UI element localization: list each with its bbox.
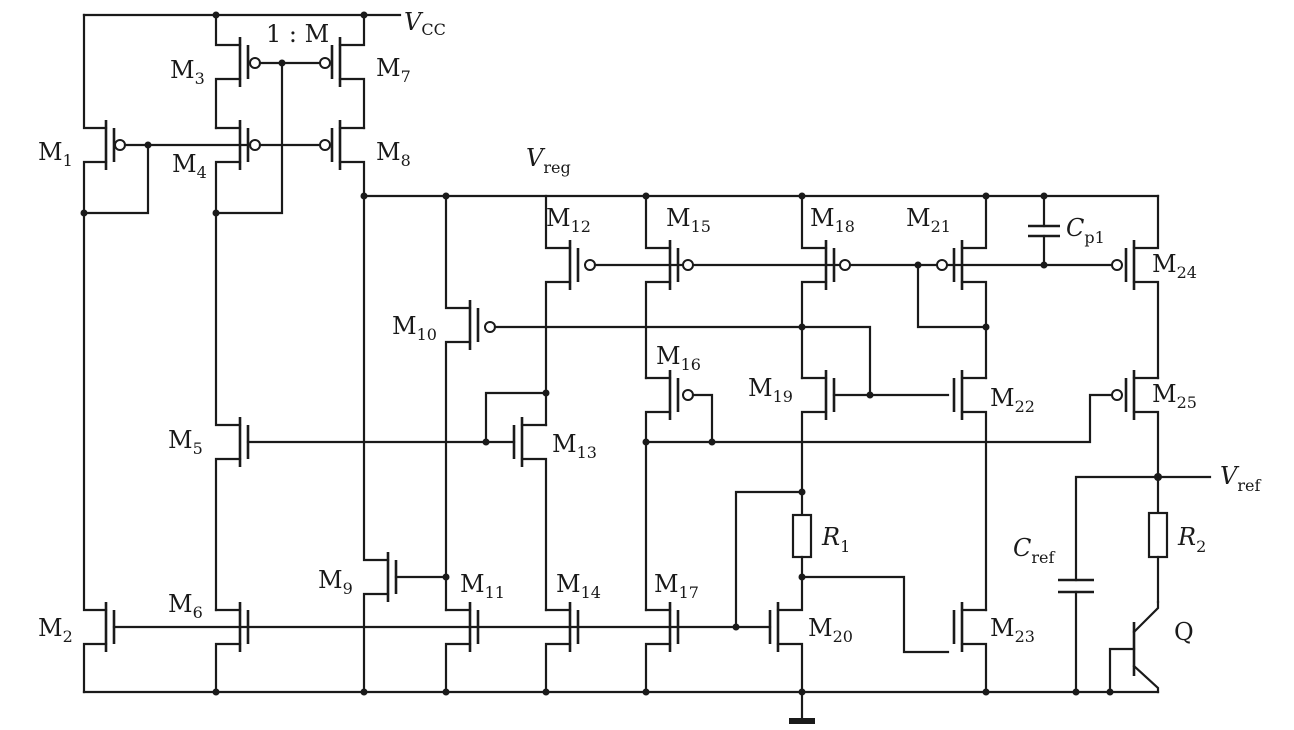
m14-label: M14 (556, 570, 601, 602)
m4-transistor (146, 61, 320, 215)
m13-label: M13 (552, 430, 597, 462)
cref-capacitor (1058, 578, 1094, 694)
m3-transistor (214, 13, 322, 130)
m8-label: M8 (376, 138, 411, 170)
vcc-label: VCC (404, 8, 446, 39)
m1-transistor (82, 13, 150, 215)
ratio-label: 1 : M (266, 20, 329, 48)
r2-label: R2 (1177, 523, 1206, 556)
m22-transistor (952, 370, 988, 612)
m6-label: M6 (168, 590, 203, 622)
m11-label: M11 (460, 570, 505, 602)
m19-transistor (800, 325, 950, 494)
m21-label: M21 (906, 204, 951, 236)
m2-transistor (82, 211, 740, 694)
m7-label: M7 (376, 54, 411, 86)
m9-label: M9 (318, 566, 353, 598)
m17-label: M17 (654, 570, 699, 602)
m25-transistor (1111, 370, 1160, 479)
cp1-label: Cp1 (1066, 214, 1105, 247)
m24-transistor (1111, 194, 1160, 380)
m15-transistor (644, 194, 694, 380)
m23-label: M23 (990, 614, 1035, 646)
vref-label: Vref (1220, 462, 1261, 495)
m13-transistor (484, 391, 548, 612)
m14-transistor (544, 602, 580, 694)
m2-label: M2 (38, 614, 73, 646)
m11-transistor (444, 602, 480, 694)
vreg-label: Vreg (526, 144, 571, 177)
m23-transistor (952, 602, 988, 694)
m8-transistor (319, 120, 366, 198)
m3-label: M3 (170, 56, 205, 88)
r1-label: R1 (821, 523, 850, 556)
m6-transistor (214, 602, 250, 694)
m7-transistor (319, 13, 366, 130)
r1-resistor (734, 490, 950, 654)
q-bjt (1108, 600, 1160, 694)
m12-label: M12 (546, 204, 591, 236)
m17-transistor (644, 602, 680, 694)
m1-label: M1 (38, 138, 73, 170)
m12-transistor (544, 194, 1114, 427)
r2-resistor (1147, 475, 1169, 604)
m10-transistor (444, 194, 804, 612)
m5-label: M5 (168, 426, 203, 458)
m21-transistor (916, 194, 988, 380)
m18-transistor (800, 194, 851, 380)
q-label: Q (1174, 618, 1194, 646)
m16-transistor (644, 370, 1114, 612)
m10-label: M10 (392, 312, 437, 344)
m20-label: M20 (808, 614, 853, 646)
m20-transistor (736, 575, 804, 694)
m24-label: M24 (1152, 250, 1197, 282)
m18-label: M18 (810, 204, 855, 236)
m19-label: M19 (748, 374, 793, 406)
vref-node (1074, 475, 1212, 582)
m4-label: M4 (172, 150, 207, 182)
m16-label: M16 (656, 342, 701, 374)
cp1-capacitor (1028, 194, 1060, 267)
ground-symbol (789, 690, 815, 724)
m15-label: M15 (666, 204, 711, 236)
m9-transistor (362, 194, 448, 694)
m22-label: M22 (990, 384, 1035, 416)
junction-dots (80, 11, 1162, 696)
m25-label: M25 (1152, 380, 1197, 412)
cref-label: Cref (1013, 534, 1055, 567)
